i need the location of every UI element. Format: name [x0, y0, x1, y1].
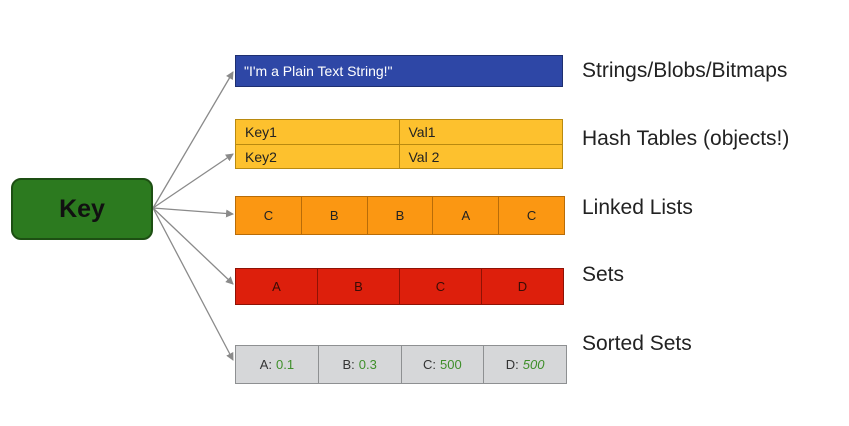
hash-value: Val1 [398, 120, 563, 144]
arrow-to-sorted-sets [152, 207, 234, 361]
key-label: Key [59, 194, 105, 223]
arrow-to-strings [152, 71, 234, 209]
hash-key: Key1 [245, 124, 277, 140]
sorted-set-member: A: 0.1 [236, 346, 318, 383]
member-score: 0.3 [358, 357, 377, 372]
sorted-set-member: B: 0.3 [317, 346, 401, 383]
set-box: A B C D [235, 268, 564, 305]
list-item: A [432, 197, 498, 234]
sorted-set-member: D: 500 [483, 346, 566, 383]
arrow-to-lists [152, 207, 234, 218]
lists-type-label: Linked Lists [582, 196, 693, 219]
set-member: C [399, 269, 481, 304]
sorted-set-box: A: 0.1 B: 0.3 C: 500 D: 500 [235, 345, 567, 384]
list-item: C [263, 208, 274, 223]
string-value: "I'm a Plain Text String!" [244, 63, 393, 79]
list-item: B [366, 197, 433, 234]
hash-key: Key2 [245, 149, 277, 165]
member-name: C: [423, 357, 437, 372]
linked-list-box: C B B A C [235, 196, 565, 235]
sorted-sets-type-label: Sorted Sets [582, 332, 692, 355]
hashes-type-label: Hash Tables (objects!) [582, 127, 790, 150]
member-name: B: [342, 357, 355, 372]
list-item: C [498, 197, 564, 234]
hash-value: Val 2 [398, 145, 563, 169]
string-value-box: "I'm a Plain Text String!" [235, 55, 563, 87]
member-name: A: [259, 357, 272, 372]
set-member: B [317, 269, 399, 304]
sorted-set-member: C: 500 [400, 346, 484, 383]
hash-row: Key2 Val 2 [236, 144, 562, 169]
list-item: B [300, 197, 367, 234]
arrow-to-sets [152, 207, 234, 285]
hash-row: Key1 Val1 [236, 120, 562, 144]
member-score: 0.1 [275, 357, 295, 372]
set-member: D [481, 269, 563, 304]
hash-table-box: Key1 Val1 Key2 Val 2 [235, 119, 563, 169]
key-node: Key [11, 178, 153, 240]
strings-type-label: Strings/Blobs/Bitmaps [582, 59, 788, 82]
member-name: D: [505, 357, 519, 372]
member-score: 500 [440, 357, 462, 372]
set-member: A [272, 279, 281, 294]
member-score: 500 [522, 357, 545, 372]
arrow-to-hashes [152, 153, 234, 209]
sets-type-label: Sets [582, 263, 625, 286]
